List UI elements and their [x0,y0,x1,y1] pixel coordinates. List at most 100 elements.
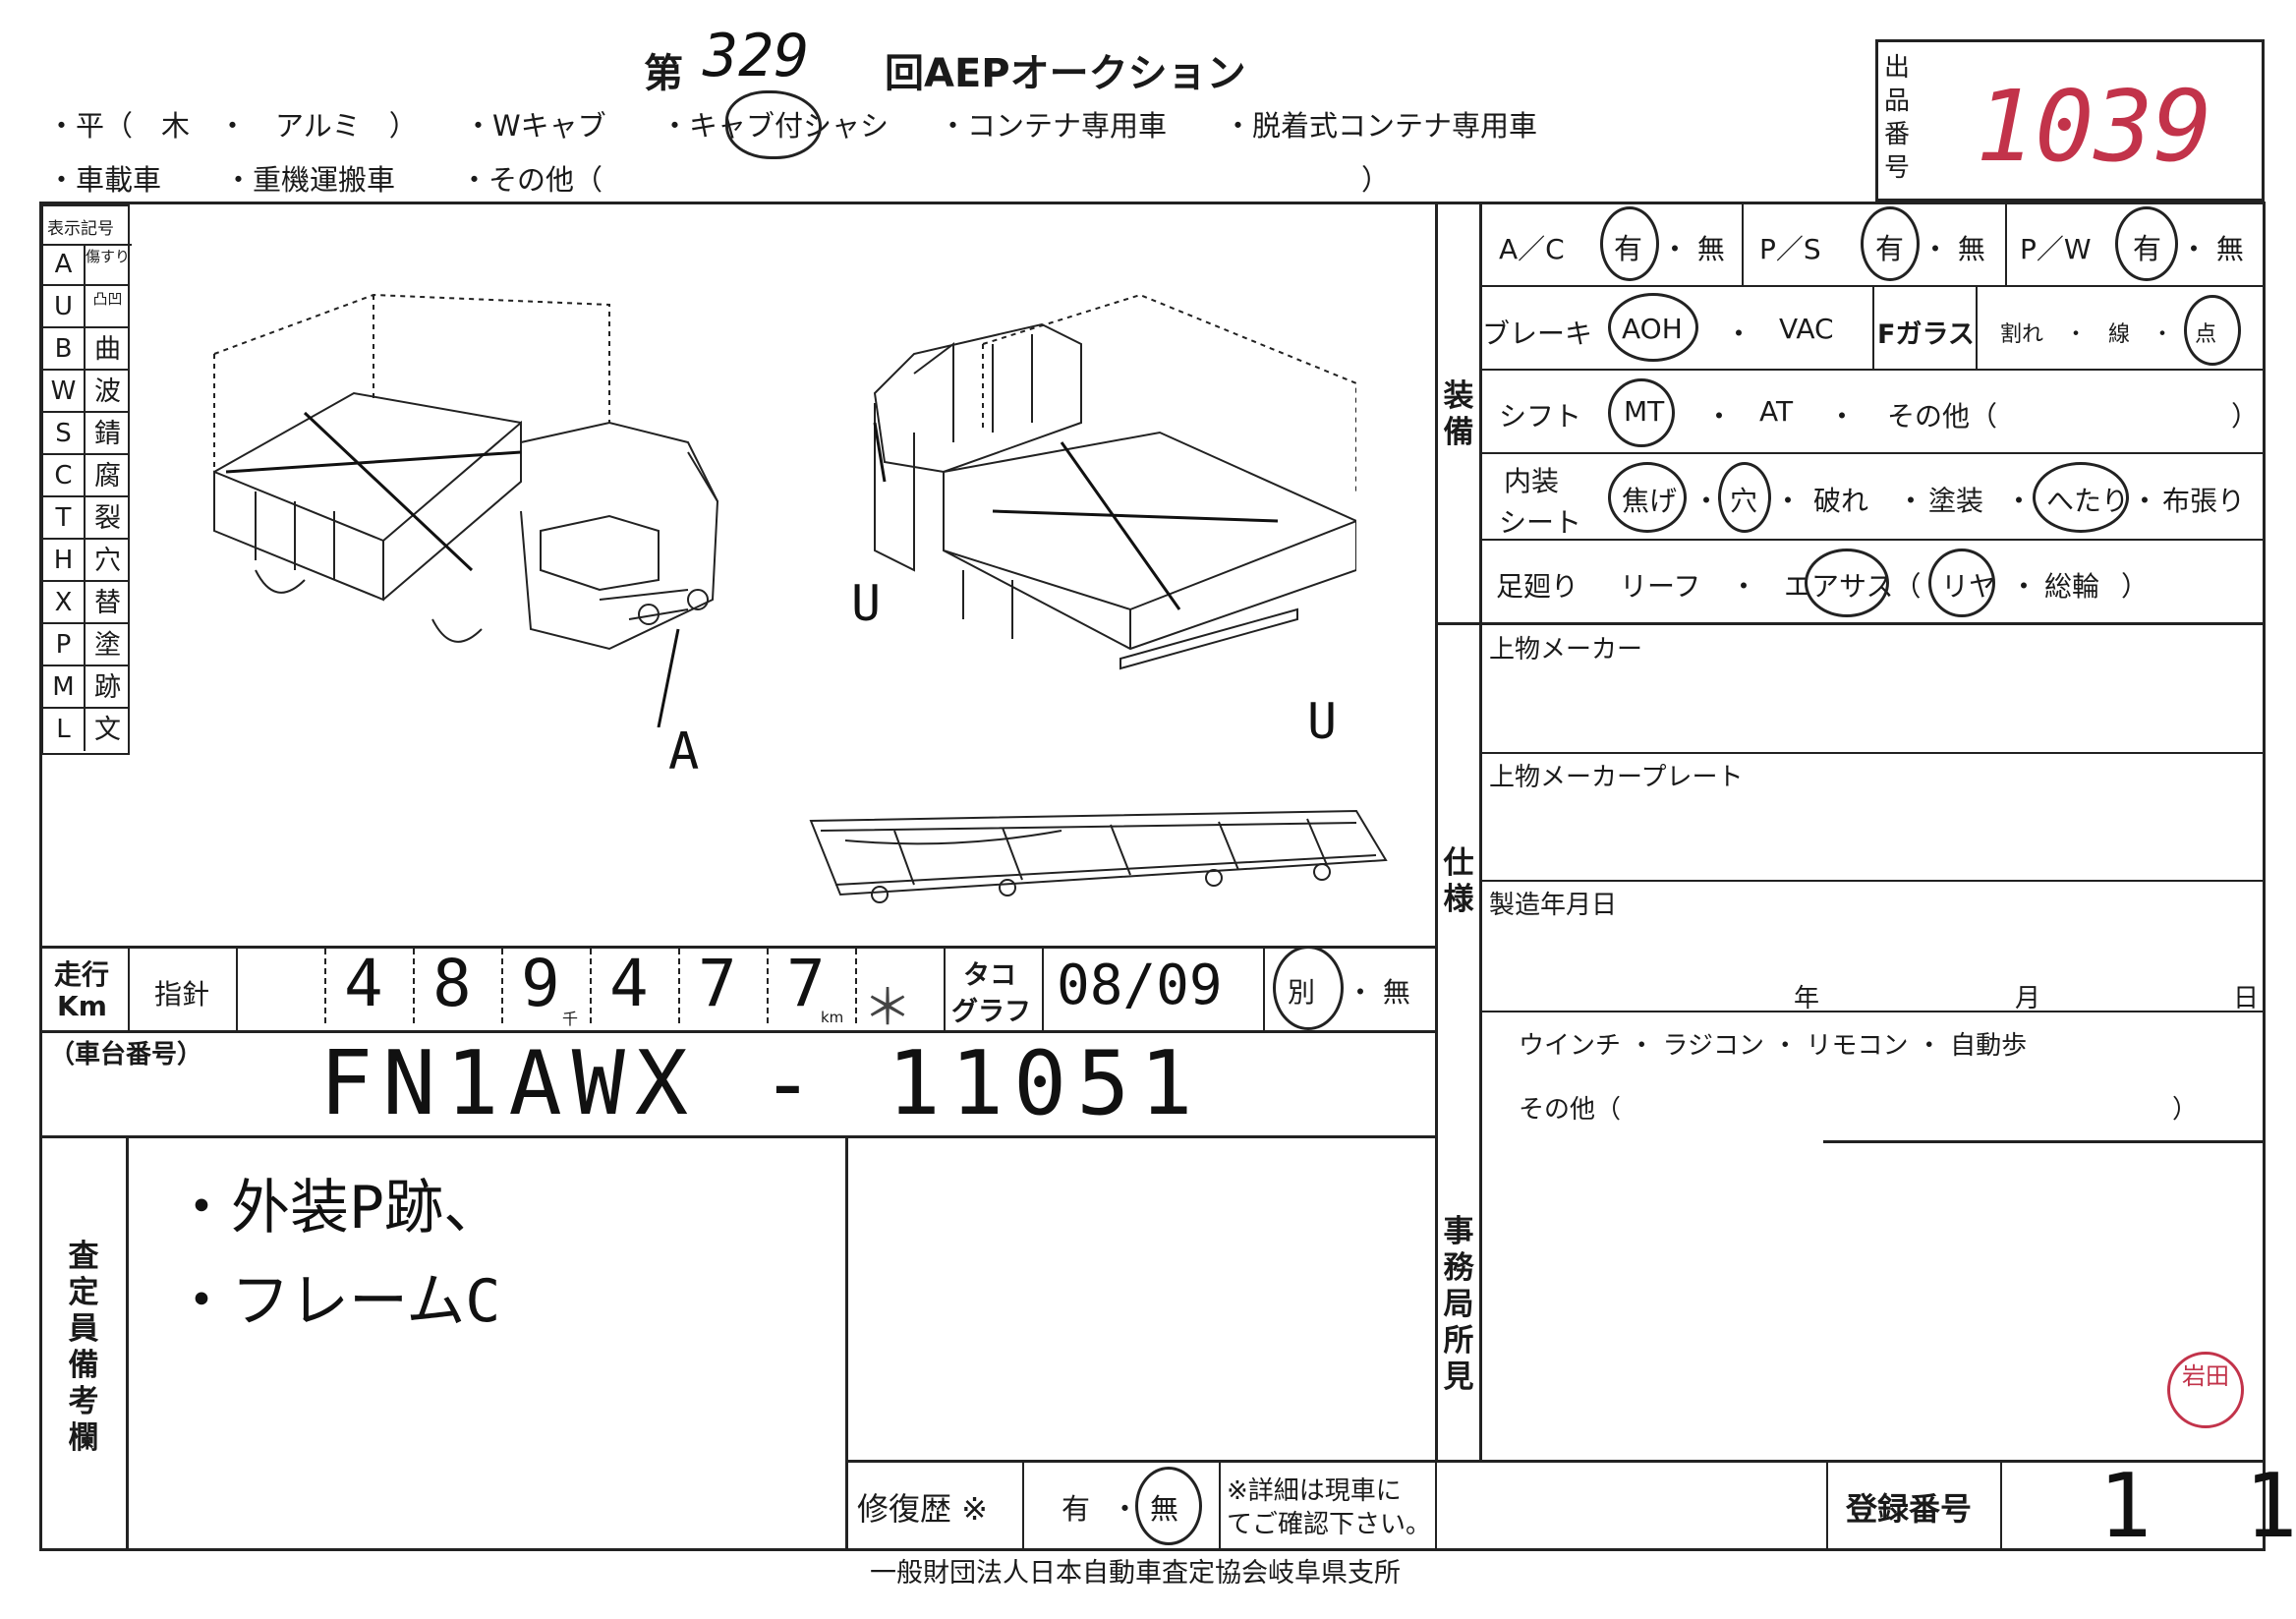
legend-code: H [43,540,86,582]
spec-month: 月 [2015,984,2041,1013]
shift-other: その他（ [1887,400,1998,433]
interior-sep-5: ・ [2131,485,2159,517]
shift-label: シフト [1499,400,1582,433]
tacho-separate-circle [1273,946,1344,1030]
spec-extras-other: その他（ [1519,1095,1622,1125]
legend-meaning: 文 [94,715,121,745]
frame-left [39,202,42,1550]
mileage-asterisk: ＊ [863,979,912,1036]
lot-number-label: 出品番号 [1883,53,1910,183]
legend-code: M [43,666,86,709]
legend-meaning: 跡 [94,672,121,703]
pw-no-text: 無 [2215,233,2244,265]
repair-sep: ・ [1111,1492,1140,1526]
registration-number: 1 1 [2098,1455,2296,1558]
frame-bottom [39,1548,2266,1551]
legend-code: B [43,328,86,371]
odometer-separator [324,949,326,1027]
tacho-none-text: 無 [1382,976,1410,1009]
legend-meaning: 傷すり [86,248,131,265]
mileage-col-tacho [944,946,946,1030]
footer-org: 一般財団法人日本自動車査定協会岐阜県支所 [870,1558,1401,1589]
diagram-mark-u1: U [851,575,882,632]
ps-no: ・ 無 [1922,228,1985,267]
ac-no-text: 無 [1696,233,1725,265]
divider-repair-top [845,1460,2266,1463]
frame-bottom-right [1823,1140,2266,1143]
suspension-total: 総輪 [2044,570,2100,603]
chassis-frame-diagram [809,809,1388,903]
legend-meaning: 波 [94,376,121,407]
ps-no-text: 無 [1957,233,1985,265]
interior-hole-circle [1718,462,1771,533]
shift-mt-circle [1608,378,1675,447]
legend-header: 表示記号 [43,206,132,246]
tacho-sep: ・ [1347,976,1383,1009]
interior-burn-circle [1608,462,1687,533]
divider-remarks-label [126,1135,129,1550]
suspension-rear-circle [1928,549,1995,617]
spec-row-2 [1479,880,2266,882]
odometer-digit: 4 [344,946,383,1021]
legend-code: S [43,413,86,455]
eq-row-2 [1479,369,2266,371]
mileage-label-1: 走行 [54,958,110,991]
tacho-none: ・ 無 [1347,971,1410,1011]
shift-sep-1: ・ [1705,400,1734,433]
eq-row-4 [1479,539,2266,541]
ac-yes-circle [1600,206,1659,281]
auction-title: 回AEPオークション [885,51,1246,96]
shift-sep-2: ・ [1828,400,1857,433]
odometer-separator [590,949,592,1027]
fglass-crack: 割れ [2000,322,2044,347]
odometer-digit: 7 [786,946,826,1021]
interior-fabric: 布張り [2162,485,2246,517]
chassis-label: （車台番号） [49,1040,203,1070]
repair-no-circle [1135,1467,1202,1545]
option-flat: ・平（ 木 ・ アルミ ） [47,109,418,143]
fglass-dot-circle [2184,295,2241,366]
km-unit: km [821,1009,844,1026]
option-heavy-machine: ・重機運搬車 [224,163,396,197]
divider-repair-2 [1219,1460,1221,1550]
fglass-label: Fガラス [1877,319,1975,350]
spec-extras: ウインチ ・ ラジコン ・ リモコン ・ 自動歩 [1519,1031,2028,1061]
tacho-label-2: グラフ [951,997,1031,1027]
divider-mileage-top [39,946,1437,949]
legend-code: T [43,497,86,540]
remarks-label: 査定員備考欄 [68,1239,99,1456]
fglass-sep-2: ・ [2130,322,2196,347]
suspension-label: 足廻り [1496,570,1579,603]
interior-sep-2: ・ [1774,485,1803,517]
divider-equipment-inner [1479,202,1482,1463]
spec-section-label: 仕様 [1443,845,1474,917]
option-detachable-container: ・脱着式コンテナ専用車 [1224,109,1538,143]
ps-label: P／S [1759,233,1821,265]
option-cab-chassis-mark [725,90,822,159]
ps-separator: ・ [1922,233,1958,265]
mileage-col-tacho-2 [1042,946,1044,1030]
repair-note-2: てご確認下さい。 [1227,1510,1432,1539]
option-car-carrier: ・車載車 [47,163,162,197]
legend-code: X [43,582,86,624]
pw-yes-circle [2115,206,2178,281]
divider-remarks-top [39,1135,1437,1138]
eq-col-pw [2005,202,2007,285]
office-label: 事務局所見 [1443,1214,1474,1395]
brake-separator: ・ [1725,318,1753,350]
remarks-line-1: ・外装P跡、 [172,1174,503,1243]
pw-label: P／W [2020,233,2092,265]
tacho-label-1: タコ [963,960,1016,991]
remarks-line-2: ・フレームC [172,1267,501,1336]
suspension-close: ） [2121,570,2150,603]
spec-day: 日 [2233,984,2260,1013]
truck-diagram-front [213,293,719,727]
divider-repair-1 [1022,1460,1024,1550]
mileage-label-2: Km [57,990,107,1022]
